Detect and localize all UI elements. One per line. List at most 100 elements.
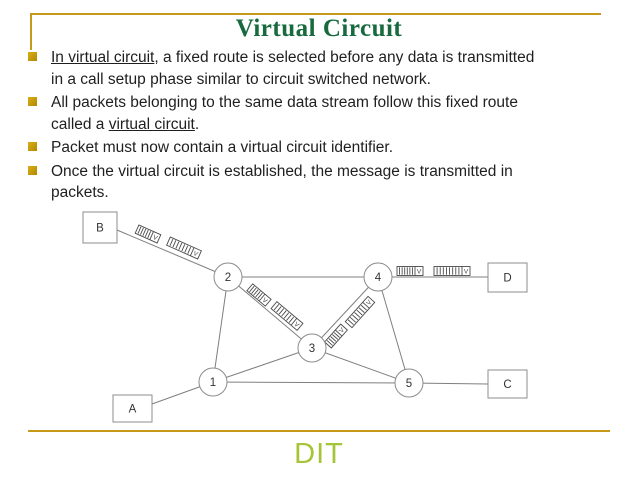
packet-stripe: [144, 229, 149, 238]
packet-stripe: [283, 312, 290, 319]
router-node-4: 4: [363, 262, 393, 292]
bullet-text-line: called a virtual circuit.: [51, 114, 518, 136]
router-node-1: 1: [198, 367, 228, 397]
packet-icon-6: V: [344, 295, 376, 329]
bullet-text-line: All packets belonging to the same data s…: [51, 92, 518, 114]
packet-stripe: [349, 316, 357, 323]
packet-icon-1: V: [134, 224, 162, 244]
packet-stripe: [326, 340, 333, 346]
packet-stripe: [288, 316, 295, 323]
packet-vc-identifier: V: [152, 234, 159, 242]
bullet-square-icon: [28, 142, 37, 151]
bullet-text-line: Once the virtual circuit is established,…: [51, 161, 513, 183]
gold-frame-top-line: [30, 13, 601, 15]
packet-stripe: [142, 228, 147, 236]
packet-stripe: [281, 310, 287, 317]
bullet-item-4: Once the virtual circuit is established,…: [28, 161, 614, 204]
text-segment: , a fixed route is selected before any d…: [154, 49, 535, 66]
packet-stripe: [347, 319, 354, 326]
packet-vc-identifier: V: [417, 268, 422, 275]
packet-stripe: [251, 287, 257, 294]
packet-body: [246, 283, 272, 307]
packet-stripe: [273, 304, 280, 311]
router-circle: [213, 262, 243, 292]
network-edge-B-2: [116, 229, 229, 278]
packet-icon-7: V: [396, 266, 424, 276]
bullet-text: Once the virtual circuit is established,…: [51, 161, 513, 204]
router-circle: [297, 333, 327, 363]
bullet-square-icon: [28, 97, 37, 106]
packet-stripe: [276, 306, 282, 313]
packet-icon-4: V: [270, 300, 304, 332]
bullet-text-line: In virtual circuit, a fixed route is sel…: [51, 47, 534, 69]
packet-stripe: [278, 308, 285, 315]
gold-frame-left-line: [30, 13, 32, 50]
network-edge-1-3: [212, 347, 313, 383]
packet-stripe: [137, 226, 142, 234]
packet-stripe: [328, 338, 335, 344]
bullet-item-3: Packet must now contain a virtual circui…: [28, 137, 614, 159]
bullet-text: All packets belonging to the same data s…: [51, 92, 518, 135]
packet-stripe: [253, 289, 259, 296]
page-title: Virtual Circuit: [235, 15, 403, 42]
packet-header-divider: [290, 318, 298, 326]
network-edge-4-5: [377, 276, 410, 384]
router-label: 4: [375, 272, 382, 284]
host-box: [487, 369, 528, 399]
packet-icon-8: V: [433, 266, 471, 276]
packet-stripe: [169, 238, 174, 246]
packet-header-divider: [335, 329, 343, 337]
host-node-D: D: [487, 262, 528, 293]
host-label: C: [503, 379, 511, 391]
bullet-square-icon: [28, 52, 37, 61]
router-node-5: 5: [394, 368, 424, 398]
packet-vc-identifier: V: [261, 297, 269, 306]
underlined-term: In virtual circuit: [51, 49, 155, 66]
network-edge-1-5: [212, 381, 410, 384]
packet-stripe: [172, 240, 177, 248]
packet-stripe: [356, 309, 363, 316]
packet-stripe: [360, 304, 367, 311]
network-edge-3-5: [311, 347, 410, 384]
host-box: [82, 211, 118, 244]
text-segment: called a: [51, 115, 109, 133]
packet-stripe: [147, 230, 152, 239]
router-label: 5: [406, 378, 412, 390]
packet-stripe: [354, 312, 361, 318]
bullet-text: In virtual circuit, a fixed route is sel…: [51, 47, 534, 90]
router-circle: [394, 368, 424, 398]
host-label: D: [503, 273, 511, 285]
packet-stripe: [332, 334, 339, 340]
network-edge-2-3: [227, 276, 313, 349]
router-label: 2: [225, 272, 231, 284]
packet-stripe: [257, 292, 263, 299]
text-segment: in a call setup phase similar to circuit…: [51, 70, 431, 88]
packet-header-divider: [258, 293, 266, 302]
packet-header-divider: [189, 247, 195, 256]
text-segment: packets.: [51, 184, 109, 201]
packet-header-divider: [362, 301, 370, 309]
packet-stripe: [175, 241, 180, 249]
bullet-item-1: In virtual circuit, a fixed route is sel…: [28, 47, 614, 90]
packet-vc-identifier: V: [338, 326, 347, 334]
packet-stripe: [286, 314, 292, 321]
text-segment: Packet must now contain a virtual circui…: [51, 139, 394, 156]
packet-body: [323, 323, 349, 349]
text-segment: Once the virtual circuit is established,…: [51, 162, 513, 180]
router-circle: [198, 367, 228, 397]
host-label: B: [96, 223, 104, 235]
host-node-A: A: [112, 394, 153, 423]
text-segment: All packets belonging to the same data s…: [51, 94, 518, 111]
router-node-2: 2: [213, 262, 243, 292]
bullet-text-line: packets.: [51, 182, 513, 204]
bullet-square-icon: [28, 165, 37, 175]
router-node-3: 3: [297, 333, 327, 363]
network-edge-1-2: [212, 276, 229, 383]
packet-icon-5: V: [323, 323, 349, 349]
bullet-list: In virtual circuit, a fixed route is sel…: [28, 47, 614, 206]
packet-stripe: [352, 314, 359, 321]
packet-body: [433, 266, 471, 276]
host-label: A: [129, 404, 137, 416]
footer-text: DIT: [294, 438, 344, 470]
